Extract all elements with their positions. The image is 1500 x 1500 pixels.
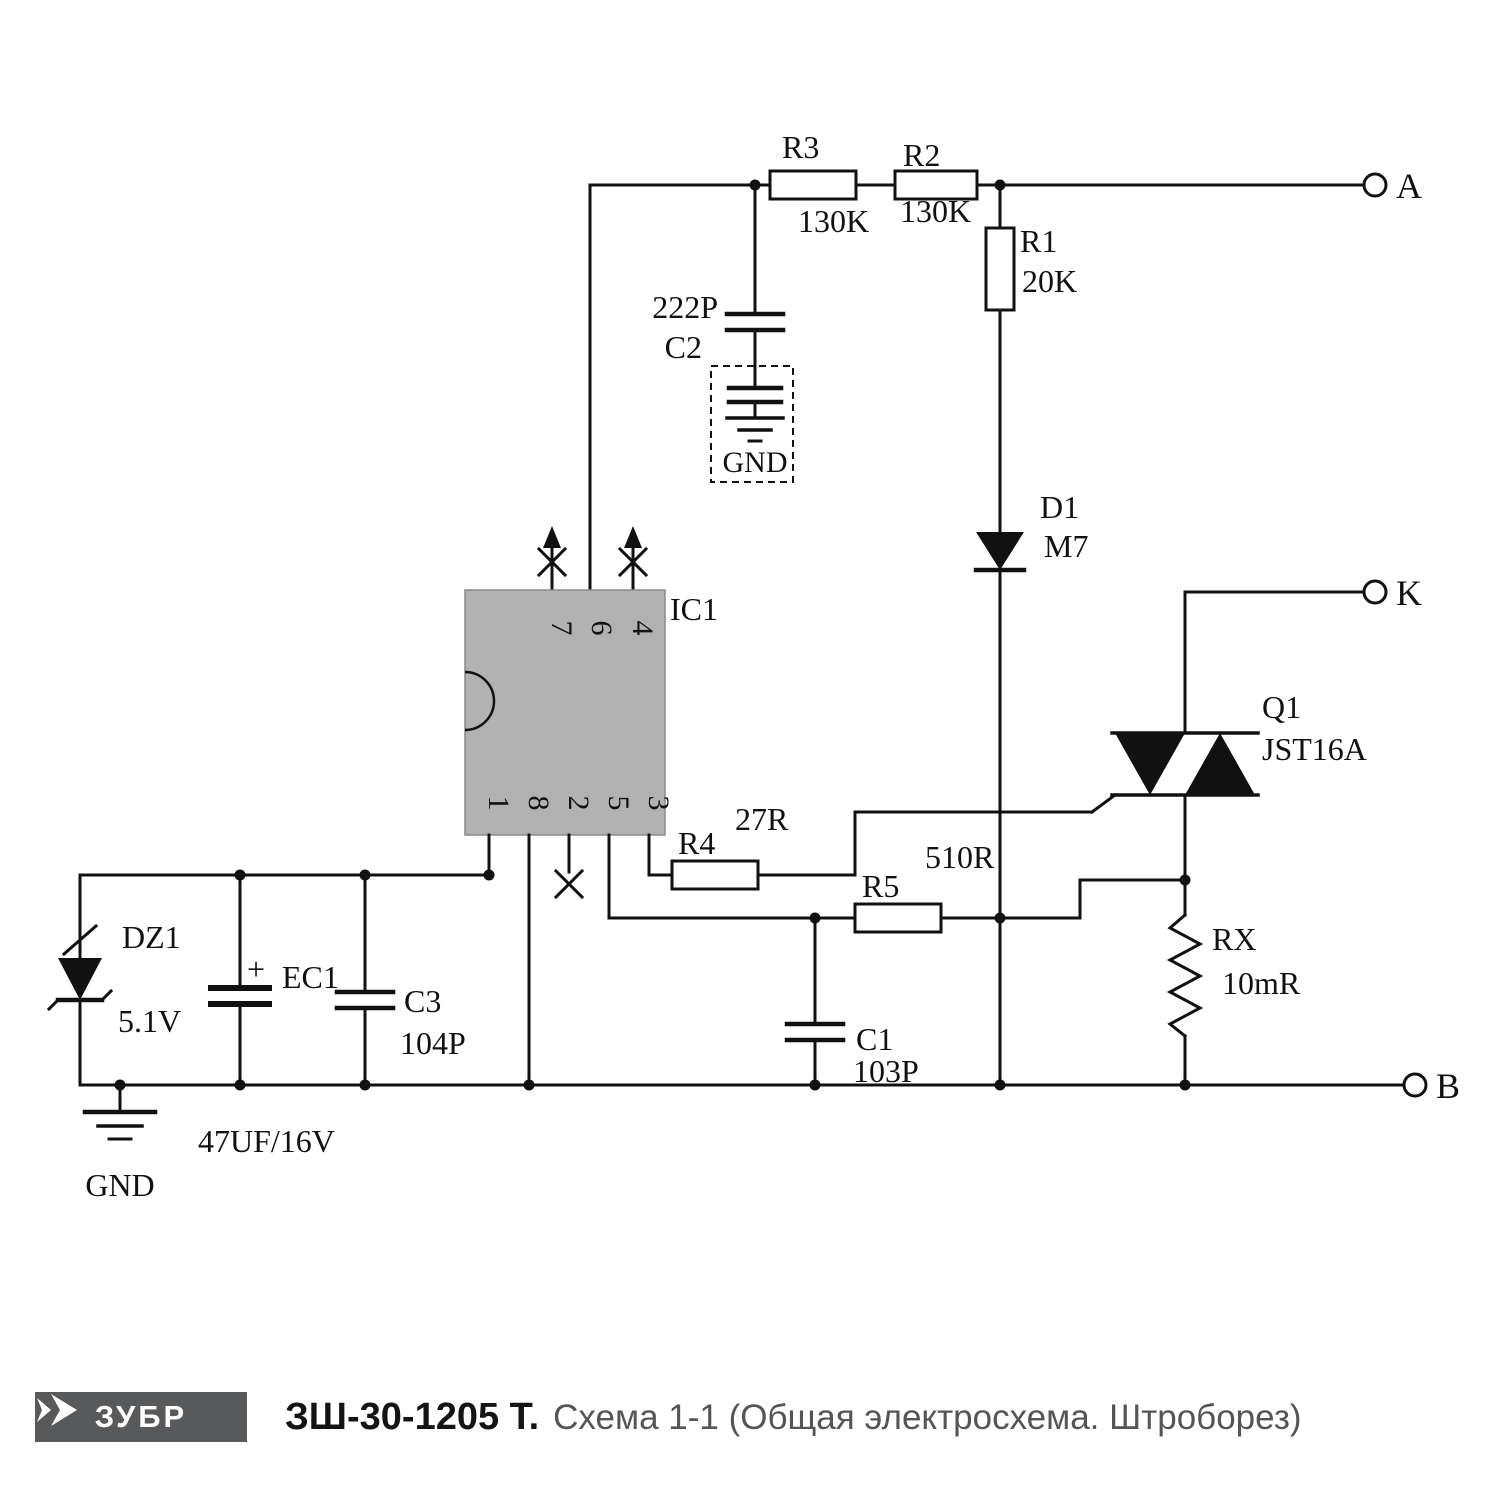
label-q1-value: JST16A [1262,731,1367,767]
label-ec1-plus: + [247,951,265,987]
zener-dz1-tick [61,923,99,957]
no-connect-x-icon [617,546,649,578]
resistor-r5-body [853,902,943,934]
wire [1089,792,1118,815]
ic1-pin-number: 3 [642,796,675,811]
ic1-notch [464,670,496,732]
model-number: ЗШ-30-1205 Т. [285,1395,540,1438]
ic1-pin-number: 5 [602,796,635,811]
label-dz1-value: 5.1V [118,1003,181,1039]
zener-dz1-bar [46,997,61,1012]
ic1-pin-number: 4 [626,621,659,636]
ic1-pin-number: 2 [562,796,595,811]
label-gnd-top: GND [723,446,788,479]
no-connect-x-icon [536,546,568,578]
label-ic1-ref: IC1 [670,591,718,627]
label-r4-ref: R4 [678,825,715,861]
terminal-a [1362,172,1388,198]
junction-dot [1179,1079,1191,1091]
label-terminal-k: K [1396,573,1422,613]
junction-dot [994,912,1006,924]
label-r1-ref: R1 [1020,223,1057,259]
label-r2-value: 130K [900,193,971,229]
ic1-pin-number: 7 [545,621,578,636]
label-c2-value: 222P [652,289,718,325]
junction-dot [994,1079,1006,1091]
zener-dz1 [58,958,102,1000]
label-rx-ref: RX [1212,921,1256,957]
resistor-r3-body [768,169,858,201]
junction-dot [483,869,495,881]
label-rx-value: 10mR [1222,965,1301,1001]
junction-dot [359,1079,371,1091]
diode-d1 [976,532,1024,570]
label-c3-value: 104P [400,1025,466,1061]
label-c1-value: 103P [853,1053,919,1089]
resistor-r4-body [670,859,760,891]
label-terminal-a: A [1396,166,1422,206]
brand-logo: ЗУБР [35,1392,247,1442]
label-c2-ref: C2 [665,329,702,365]
triac-q1-triangle [1185,733,1255,795]
terminal-b [1402,1072,1428,1098]
brand-name: ЗУБР [94,1399,188,1434]
junction-dot [809,1079,821,1091]
title-block: ЗУБР ЗШ-30-1205 Т. Схема 1-1 (Общая элект… [35,1392,1302,1442]
label-r5-ref: R5 [862,868,899,904]
junction-dot [234,1079,246,1091]
label-c1-ref: C1 [856,1021,893,1057]
label-d1-value: M7 [1044,528,1088,564]
label-r1-value: 20K [1022,263,1077,299]
resistor-rx-body [1166,912,1204,1039]
resistor-r2-body [893,169,979,201]
ic1-pin-number: 6 [585,621,618,636]
label-gnd-left: GND [85,1167,154,1203]
junction-dot [523,1079,535,1091]
label-ec1-ref: EC1 [282,959,339,995]
label-r3-ref: R3 [782,129,819,165]
ic1-pin-number: 1 [482,796,515,811]
label-dz1-ref: DZ1 [122,919,181,955]
zener-dz1-bar [99,988,114,1003]
label-r2-ref: R2 [903,137,940,173]
label-r5-value: 510R [925,839,995,875]
ic1-pin-number: 8 [522,796,555,811]
terminal-k [1362,579,1388,605]
label-c3-ref: C3 [404,983,441,1019]
arrow-up-icon [624,526,642,548]
label-d1-ref: D1 [1040,489,1079,525]
label-ec1-value: 47UF/16V [198,1123,335,1159]
triac-q1-triangle [1115,733,1185,795]
label-r3-value: 130K [798,203,869,239]
schematic-caption: ЗШ-30-1205 Т. Схема 1-1 (Общая электросхе… [285,1396,1302,1439]
zubr-arrow-icon [37,1394,77,1426]
caption-text: Схема 1-1 (Общая электросхема. Штроборез… [553,1397,1302,1437]
resistor-r1-body [984,226,1016,312]
arrow-up-icon [543,526,561,548]
label-terminal-b: B [1436,1066,1460,1106]
label-q1-ref: Q1 [1262,689,1301,725]
ic1-body [464,589,666,836]
optional-ground-box [710,365,794,483]
label-r4-value: 27R [735,801,789,837]
no-connect-x-icon [553,868,585,900]
